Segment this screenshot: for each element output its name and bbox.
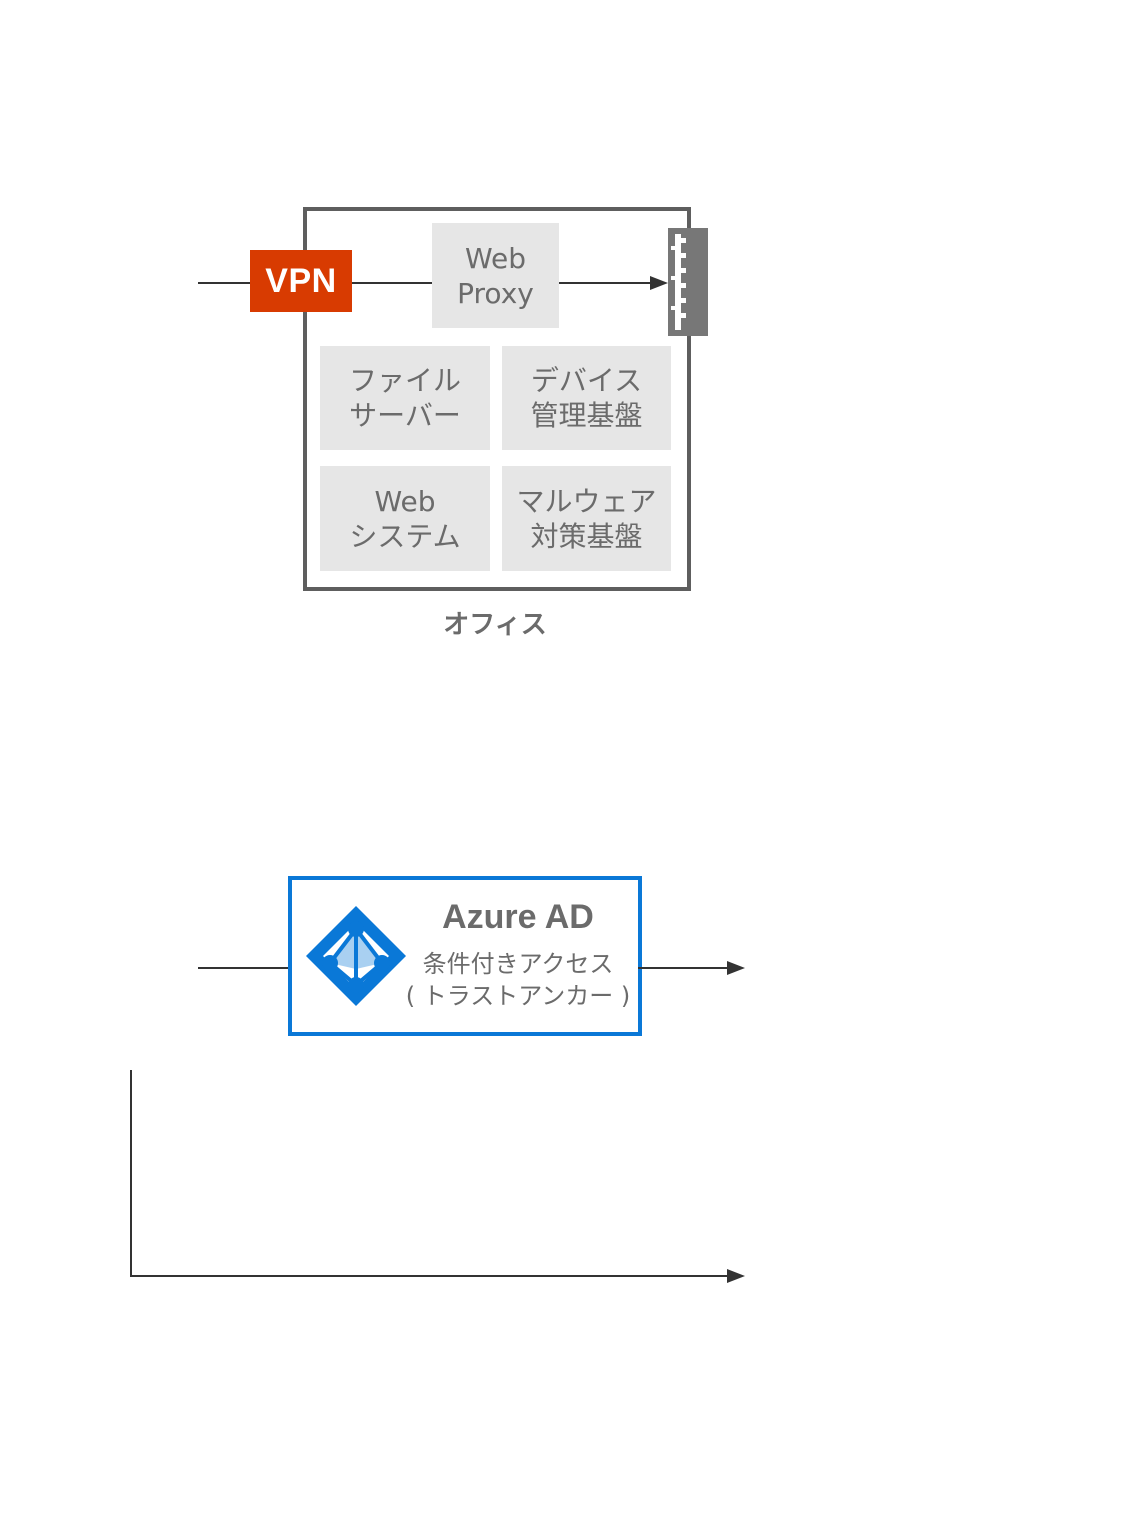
vpn-input-line [198,282,250,284]
bypass-vertical-line [130,1070,132,1277]
tile-line2: 対策基盤 [530,519,643,553]
firewall-icon [668,228,708,336]
device-management-tile: デバイス 管理基盤 [502,346,671,450]
vpn-to-proxy-line [352,282,432,284]
tile-line2: 管理基盤 [530,399,643,432]
web-proxy-line1: Web [464,241,527,275]
azure-input-line [198,967,288,969]
file-server-tile: ファイル サーバー [320,346,490,450]
office-label: オフィス [443,610,547,640]
azure-ad-icon [306,906,406,1006]
azure-ad-subtitle2: ( トラストアンカー ) [405,982,631,1010]
tile-line2: システム [349,519,461,553]
web-proxy-tile: Web Proxy [432,223,559,328]
azure-output-line [638,967,730,969]
web-system-tile: Web システム [320,466,490,571]
bypass-arrowhead [727,1269,745,1283]
azure-output-arrowhead [727,961,745,975]
vpn-label: VPN [265,261,337,300]
azure-ad-subtitle: 条件付きアクセス [422,950,614,978]
tile-line1: デバイス [530,364,643,397]
tile-line1: ファイル [348,364,461,397]
proxy-arrowhead [650,276,668,290]
proxy-to-firewall-line [559,282,653,284]
bypass-horizontal-line [130,1275,730,1277]
malware-protection-tile: マルウェア 対策基盤 [502,466,671,571]
tile-line1: Web [374,484,436,518]
tile-line1: マルウェア [516,484,657,518]
tile-line2: サーバー [349,399,461,432]
vpn-badge: VPN [250,250,352,312]
azure-ad-title: Azure AD [442,898,594,936]
web-proxy-line2: Proxy [457,276,534,310]
